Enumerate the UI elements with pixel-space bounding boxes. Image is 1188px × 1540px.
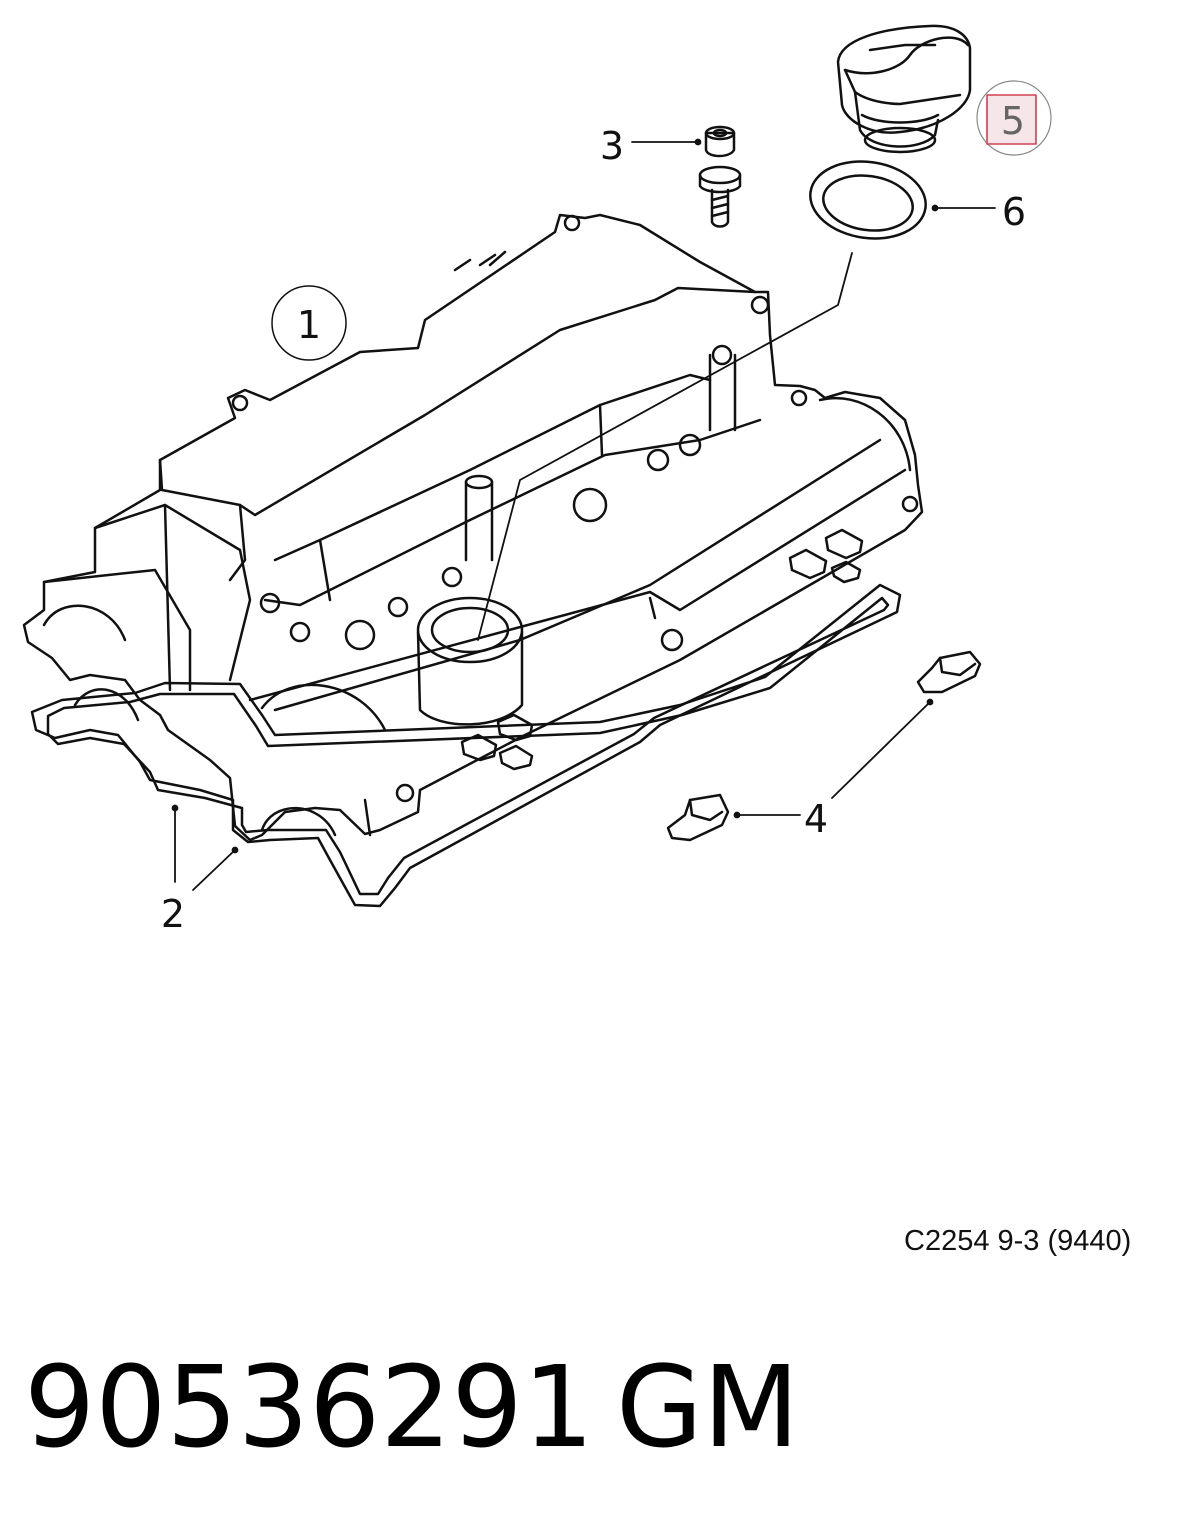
callout-4-label: 4 bbox=[804, 797, 828, 841]
part-number: 90536291 bbox=[24, 1343, 595, 1473]
callout-5-label: 5 bbox=[1001, 99, 1025, 143]
valve-cover bbox=[22, 213, 924, 842]
exploded-parts-diagram: 1 2 3 4 5 6 bbox=[22, 24, 1052, 936]
callout-6-label: 6 bbox=[1002, 190, 1026, 234]
callout-1: 1 bbox=[271, 285, 347, 361]
callout-2-label: 2 bbox=[161, 892, 185, 936]
o-ring-seal bbox=[809, 160, 927, 240]
callout-6: 6 bbox=[1002, 190, 1026, 234]
oil-filler-cap bbox=[836, 24, 972, 154]
callout-3-label: 3 bbox=[600, 124, 624, 168]
callout-2: 2 bbox=[161, 892, 185, 936]
leader-lines bbox=[171, 138, 996, 891]
callout-1-label: 1 bbox=[297, 303, 321, 347]
callout-4: 4 bbox=[804, 797, 828, 841]
callout-5: 5 bbox=[976, 80, 1052, 156]
diagram-reference-code: C2254 9-3 (9440) bbox=[904, 1225, 1132, 1257]
highlight-box bbox=[986, 94, 1037, 145]
retaining-clip bbox=[666, 650, 982, 842]
bolt bbox=[698, 125, 742, 228]
brand-name: GM bbox=[616, 1343, 800, 1473]
callout-3: 3 bbox=[600, 124, 624, 168]
valve-cover-gasket bbox=[30, 583, 902, 908]
